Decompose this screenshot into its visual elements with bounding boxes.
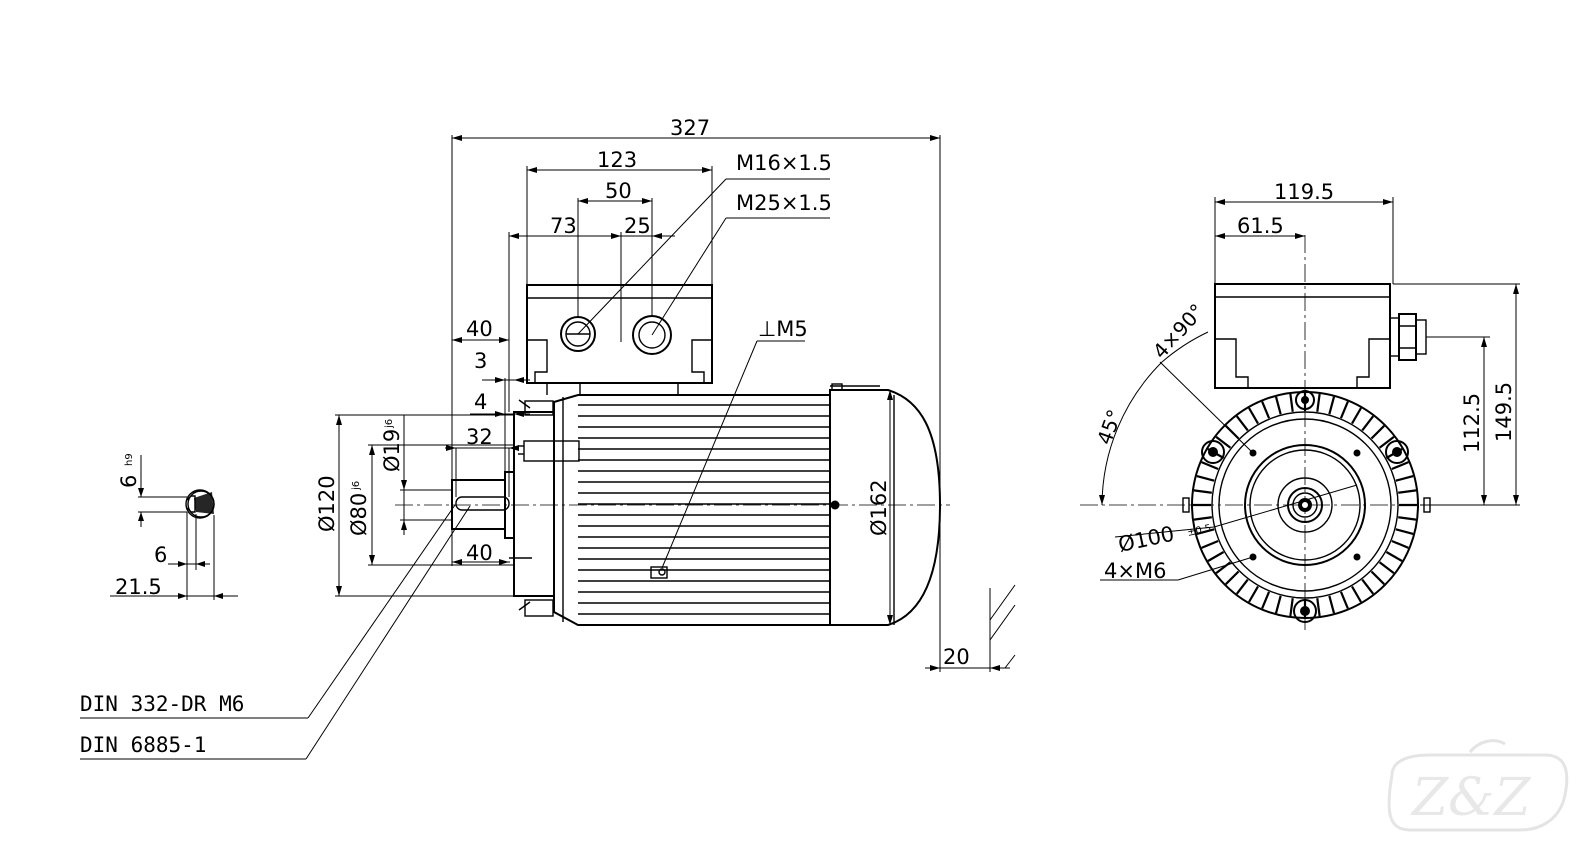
cooling-ribs [1193,393,1417,617]
flange-thickness-label: 4 [474,390,487,414]
rib-line [1215,435,1232,449]
cooling-fins [578,404,830,615]
gland-offset-label: 73 [550,214,577,238]
housing-diameter-label: Ø162 [867,479,891,536]
rib-line [1361,415,1375,432]
pitch-tolerance-label: ±0.5 [1186,523,1212,539]
rib-line [1235,578,1249,595]
fan-clearance-label: 20 [943,645,970,669]
notes: DIN 332-DR M6 DIN 6885-1 [80,504,471,760]
key-depth-label: 6 [154,543,167,567]
rib-line [1370,570,1385,585]
rib-line [1201,461,1219,471]
key-tolerance-label: h9 [124,453,135,466]
rib-line [1398,489,1417,494]
shaft-tolerance-label: j6 [384,419,395,429]
rib-line [1316,598,1321,617]
flange-step-label: 3 [474,349,487,373]
terminal-box-length-label: 123 [597,148,637,172]
gland-offset-small-label: 25 [624,214,651,238]
gland-large-thread-label: M25×1.5 [736,191,832,215]
overall-length-label: 327 [670,116,710,140]
spigot-diameter-label: Ø80 [347,493,371,536]
shaft-diameter-label: Ø19 [380,429,404,472]
gland-small-thread-label: M16×1.5 [736,151,832,175]
rib-line [1339,401,1349,419]
rib-line [1370,425,1385,440]
rib-line [1316,393,1321,412]
rib-line [1201,539,1219,549]
motor-side-view: 327 123 50 73 25 M16×1.5 M25×1.5 40 3 4 … [315,116,1016,672]
centre-height-label: 112.5 [1460,393,1484,453]
rib-line [1398,516,1417,521]
rib-line [1193,516,1212,521]
rib-line [1261,401,1271,419]
watermark-logo: Z&Z [1387,739,1569,832]
rib-line [1391,461,1409,471]
key-standard-note: DIN 6885-1 [80,733,206,757]
mounting-lugs [1182,390,1431,623]
rib-line [1289,598,1294,617]
rib-line [1225,570,1240,585]
rib-line [1395,528,1414,536]
rib-line [1215,561,1232,575]
rib-line [1193,489,1212,494]
shaft-key-section: 6 h9 6 21.5 [110,453,238,600]
rib-line [1385,551,1403,562]
spigot-tolerance-label: j6 [351,481,362,491]
box-width-label: 119.5 [1274,180,1334,204]
rib-line [1328,396,1336,415]
rib-line [1196,474,1215,482]
rib-line [1207,551,1225,562]
rib-line [1274,595,1282,614]
rib-line [1378,561,1395,575]
rib-line [1351,407,1362,425]
rib-line [1274,396,1282,415]
centre-hole-note: DIN 332-DR M6 [80,692,244,716]
key-width-label: 6 [117,475,141,488]
rib-line [1289,393,1294,412]
key-length-label: 32 [466,425,493,449]
rib-line [1351,585,1362,603]
shaft-height-label: 21.5 [115,575,162,599]
rib-line [1328,595,1336,614]
rib-line [1261,591,1271,609]
rib-line [1235,415,1249,432]
tapped-holes-label: 4×M6 [1104,559,1166,583]
rib-line [1391,539,1409,549]
box-offset-label: 61.5 [1237,214,1284,238]
rib-line [1248,407,1259,425]
rib-line [1361,578,1375,595]
rib-line [1196,528,1215,536]
total-height-label: 149.5 [1492,382,1516,442]
rib-line [1339,591,1349,609]
gland-pitch-label: 50 [605,179,632,203]
rib-line [1248,585,1259,603]
key-distance-label: 40 [466,541,493,565]
shaft-length-top-label: 40 [466,317,493,341]
rib-line [1395,474,1414,482]
earth-screw-label: ⊥M5 [758,317,808,341]
rib-line [1378,435,1395,449]
flange-diameter-label: Ø120 [315,475,339,532]
watermark-text: Z&Z [1410,768,1531,828]
